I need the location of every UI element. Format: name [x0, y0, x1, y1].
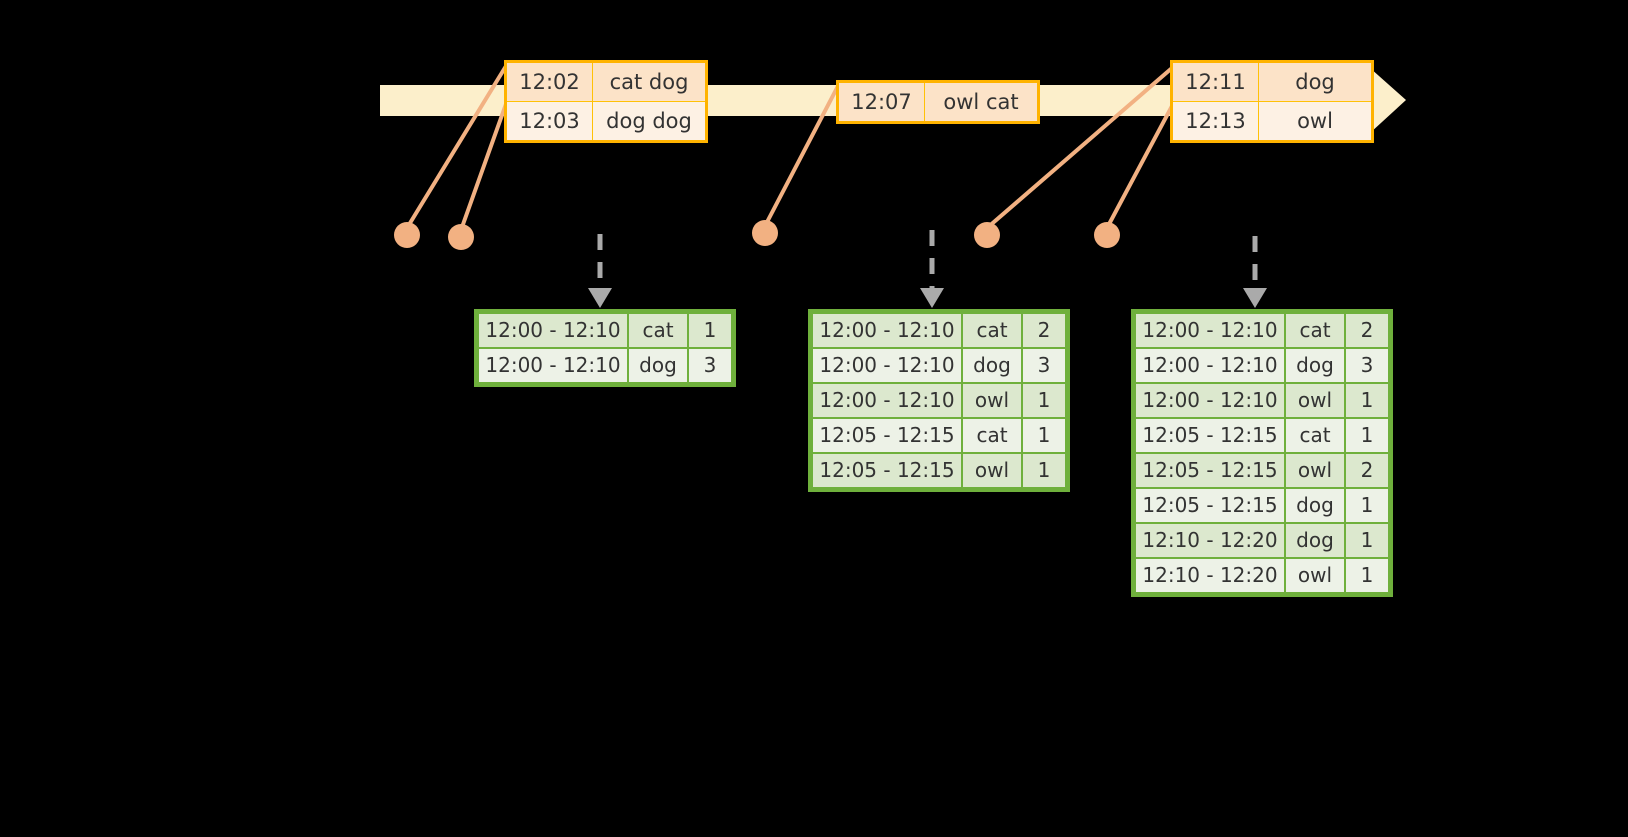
- table-row: 12:00 - 12:10 dog 3: [1136, 349, 1388, 382]
- flow-arrow-heads: [588, 288, 1267, 308]
- event-words: owl: [1258, 101, 1373, 142]
- word-cell: dog: [1286, 349, 1344, 382]
- word-cell: cat: [963, 314, 1021, 347]
- table-row: 12:00 - 12:10 owl 1: [813, 384, 1065, 417]
- connector-line-1: [405, 64, 508, 230]
- count-cell: 2: [1023, 314, 1065, 347]
- event-group-1: 12:02 cat dog 12:03 dog dog: [504, 60, 708, 143]
- word-cell: dog: [629, 349, 687, 382]
- window-cell: 12:05 - 12:15: [813, 454, 961, 487]
- table-row: 12:10 - 12:20 owl 1: [1136, 559, 1388, 592]
- word-cell: owl: [963, 454, 1021, 487]
- count-cell: 1: [1023, 384, 1065, 417]
- window-cell: 12:05 - 12:15: [1136, 489, 1284, 522]
- count-cell: 1: [1346, 559, 1388, 592]
- flow-arrowhead-2: [920, 288, 944, 308]
- connector-line-2: [459, 102, 508, 232]
- word-cell: dog: [1286, 524, 1344, 557]
- window-cell: 12:00 - 12:10: [1136, 349, 1284, 382]
- event-time: 12:03: [505, 101, 593, 142]
- event-time: 12:13: [1171, 101, 1259, 142]
- word-cell: cat: [1286, 314, 1344, 347]
- window-cell: 12:05 - 12:15: [1136, 454, 1284, 487]
- event-words: cat dog: [592, 61, 707, 102]
- word-cell: owl: [963, 384, 1021, 417]
- event-row: 12:07 owl cat: [837, 81, 1039, 123]
- word-cell: cat: [963, 419, 1021, 452]
- event-group-3: 12:11 dog 12:13 owl: [1170, 60, 1374, 143]
- count-cell: 2: [1346, 314, 1388, 347]
- count-cell: 3: [689, 349, 731, 382]
- event-group-2: 12:07 owl cat: [836, 80, 1040, 124]
- connector-line-3: [763, 84, 840, 228]
- connector-dot-2: [448, 224, 474, 250]
- result-table-3: 12:00 - 12:10 cat 2 12:00 - 12:10 dog 3 …: [1131, 309, 1393, 597]
- window-cell: 12:00 - 12:10: [813, 349, 961, 382]
- connector-dot-5: [1094, 222, 1120, 248]
- count-cell: 1: [1346, 419, 1388, 452]
- window-cell: 12:10 - 12:20: [1136, 559, 1284, 592]
- word-cell: owl: [1286, 454, 1344, 487]
- window-cell: 12:00 - 12:10: [813, 384, 961, 417]
- table-row: 12:00 - 12:10 cat 2: [1136, 314, 1388, 347]
- word-cell: cat: [1286, 419, 1344, 452]
- flow-arrowhead-3: [1243, 288, 1267, 308]
- event-row: 12:11 dog: [1171, 61, 1373, 102]
- word-cell: dog: [963, 349, 1021, 382]
- word-cell: owl: [1286, 559, 1344, 592]
- connector-dot-3: [752, 220, 778, 246]
- table-row: 12:00 - 12:10 owl 1: [1136, 384, 1388, 417]
- window-cell: 12:05 - 12:15: [1136, 419, 1284, 452]
- table-row: 12:05 - 12:15 cat 1: [1136, 419, 1388, 452]
- table-row: 12:00 - 12:10 dog 3: [813, 349, 1065, 382]
- result-table-2: 12:00 - 12:10 cat 2 12:00 - 12:10 dog 3 …: [808, 309, 1070, 492]
- connector-dot-1: [394, 222, 420, 248]
- table-row: 12:05 - 12:15 owl 1: [813, 454, 1065, 487]
- word-cell: dog: [1286, 489, 1344, 522]
- table-row: 12:00 - 12:10 cat 1: [479, 314, 731, 347]
- count-cell: 1: [1346, 384, 1388, 417]
- table-row: 12:10 - 12:20 dog 1: [1136, 524, 1388, 557]
- event-time: 12:02: [505, 61, 593, 102]
- event-row: 12:03 dog dog: [505, 101, 707, 142]
- window-cell: 12:00 - 12:10: [1136, 314, 1284, 347]
- count-cell: 2: [1346, 454, 1388, 487]
- count-cell: 1: [1023, 419, 1065, 452]
- count-cell: 1: [1023, 454, 1065, 487]
- table-row: 12:00 - 12:10 cat 2: [813, 314, 1065, 347]
- event-time: 12:11: [1171, 61, 1259, 102]
- window-cell: 12:10 - 12:20: [1136, 524, 1284, 557]
- event-words: dog: [1258, 61, 1373, 102]
- count-cell: 1: [1346, 524, 1388, 557]
- word-cell: cat: [629, 314, 687, 347]
- flow-arrowhead-1: [588, 288, 612, 308]
- table-row: 12:05 - 12:15 owl 2: [1136, 454, 1388, 487]
- window-cell: 12:00 - 12:10: [479, 349, 627, 382]
- count-cell: 3: [1023, 349, 1065, 382]
- window-cell: 12:05 - 12:15: [813, 419, 961, 452]
- word-cell: owl: [1286, 384, 1344, 417]
- connector-line-5: [1105, 104, 1174, 230]
- event-row: 12:13 owl: [1171, 101, 1373, 142]
- count-cell: 1: [689, 314, 731, 347]
- window-cell: 12:00 - 12:10: [1136, 384, 1284, 417]
- flow-arrows: [597, 230, 1258, 288]
- table-row: 12:05 - 12:15 cat 1: [813, 419, 1065, 452]
- result-table-1: 12:00 - 12:10 cat 1 12:00 - 12:10 dog 3: [474, 309, 736, 387]
- count-cell: 3: [1346, 349, 1388, 382]
- event-words: owl cat: [924, 81, 1039, 123]
- count-cell: 1: [1346, 489, 1388, 522]
- table-row: 12:00 - 12:10 dog 3: [479, 349, 731, 382]
- connector-dot-4: [974, 222, 1000, 248]
- event-time: 12:07: [837, 81, 925, 123]
- window-cell: 12:00 - 12:10: [813, 314, 961, 347]
- event-words: dog dog: [592, 101, 707, 142]
- event-row: 12:02 cat dog: [505, 61, 707, 102]
- table-row: 12:05 - 12:15 dog 1: [1136, 489, 1388, 522]
- window-cell: 12:00 - 12:10: [479, 314, 627, 347]
